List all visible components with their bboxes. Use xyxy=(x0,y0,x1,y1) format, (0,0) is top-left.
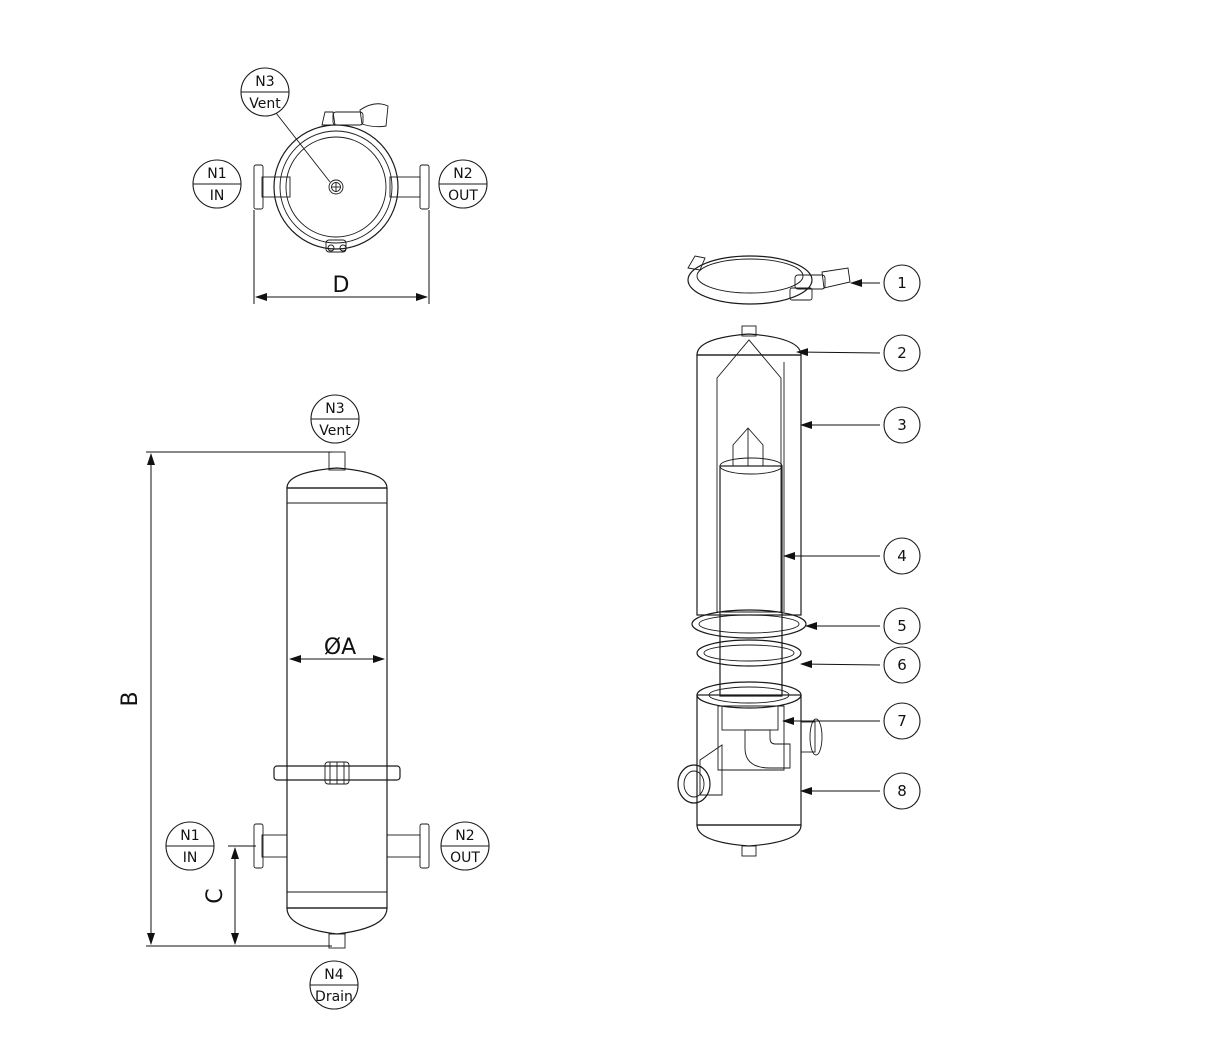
svg-text:N3: N3 xyxy=(325,401,344,417)
svg-text:Drain: Drain xyxy=(315,989,353,1005)
part-bubble-1: 1 xyxy=(883,264,921,302)
nozzle-bubble-n2-top: N2 OUT xyxy=(438,159,488,209)
svg-text:IN: IN xyxy=(210,188,225,204)
dimension-d-label: D xyxy=(333,273,350,298)
svg-text:2: 2 xyxy=(897,344,907,362)
top-view xyxy=(253,103,430,304)
part-bubble-4: 4 xyxy=(883,537,921,575)
svg-text:N2: N2 xyxy=(455,828,474,844)
svg-text:Vent: Vent xyxy=(249,96,281,112)
nozzle-bubble-n1-top: N1 IN xyxy=(192,159,242,209)
svg-text:7: 7 xyxy=(897,712,907,730)
svg-text:OUT: OUT xyxy=(450,850,480,866)
dimension-b-label: B xyxy=(118,691,143,706)
svg-text:3: 3 xyxy=(897,416,907,434)
svg-text:1: 1 xyxy=(897,274,907,292)
svg-text:N4: N4 xyxy=(324,967,343,983)
part-bubble-7: 7 xyxy=(883,702,921,740)
svg-text:4: 4 xyxy=(897,547,907,565)
dimension-a-label: ØA xyxy=(324,635,356,660)
part-bubble-3: 3 xyxy=(883,406,921,444)
svg-text:IN: IN xyxy=(183,850,198,866)
part-leaders xyxy=(782,279,881,795)
svg-text:N1: N1 xyxy=(207,166,226,182)
nozzle-bubble-n4-front: N4 Drain xyxy=(309,960,359,1010)
svg-text:N3: N3 xyxy=(255,74,274,90)
nozzle-bubble-n3-top: N3 Vent xyxy=(240,67,290,117)
svg-text:N2: N2 xyxy=(453,166,472,182)
svg-text:Vent: Vent xyxy=(319,423,351,439)
svg-text:OUT: OUT xyxy=(448,188,478,204)
dimension-c-label: C xyxy=(203,888,228,903)
nozzle-bubble-n1-front: N1 IN xyxy=(165,821,215,871)
nozzle-bubble-n3-front: N3 Vent xyxy=(310,394,360,444)
svg-text:5: 5 xyxy=(897,617,907,635)
part-bubble-2: 2 xyxy=(883,334,921,372)
svg-text:6: 6 xyxy=(897,656,907,674)
svg-text:8: 8 xyxy=(897,782,907,800)
nozzle-bubble-n2-front: N2 OUT xyxy=(440,821,490,871)
front-view xyxy=(146,451,430,949)
part-bubble-8: 8 xyxy=(883,772,921,810)
part-bubble-6: 6 xyxy=(883,646,921,684)
svg-text:N1: N1 xyxy=(180,828,199,844)
exploded-view xyxy=(677,255,851,857)
part-bubble-5: 5 xyxy=(883,607,921,645)
